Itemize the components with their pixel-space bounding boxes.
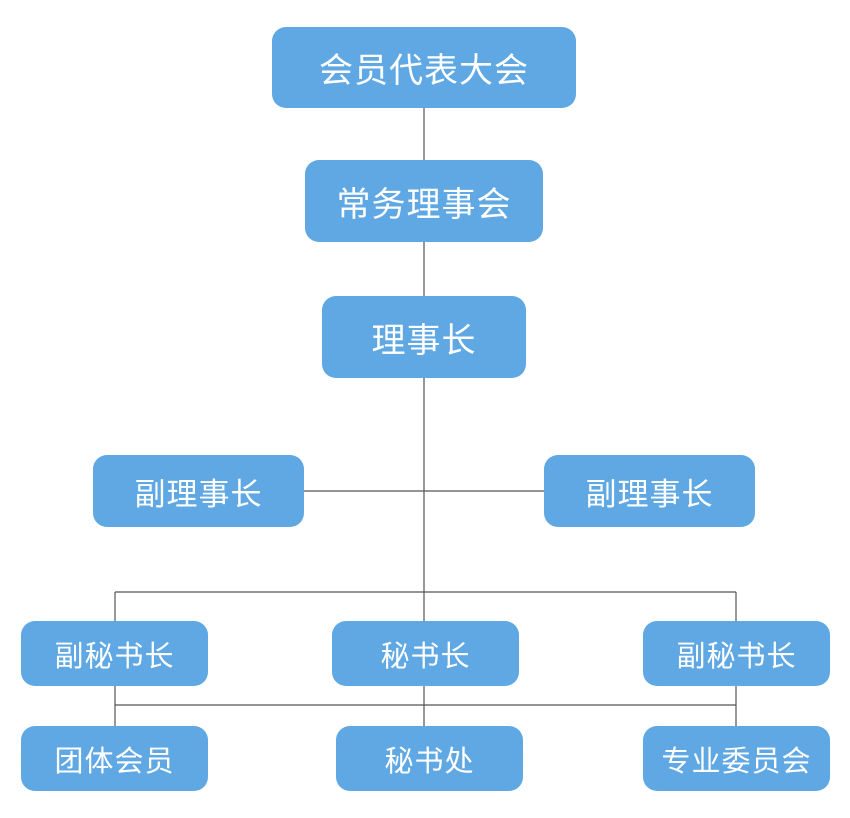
node-secretariat: 秘书处 [336,726,523,791]
node-deputy-secretary-left: 副秘书长 [21,621,208,686]
node-group-members: 团体会员 [21,726,208,791]
node-vice-chairman-left: 副理事长 [93,455,304,527]
node-chairman: 理事长 [322,296,526,378]
node-member-assembly: 会员代表大会 [272,27,576,108]
node-deputy-secretary-right: 副秘书长 [643,621,830,686]
node-vice-chairman-right: 副理事长 [544,455,755,527]
node-standing-council: 常务理事会 [305,160,543,242]
node-secretary-general: 秘书长 [332,621,519,686]
node-special-committee: 专业委员会 [643,726,830,791]
